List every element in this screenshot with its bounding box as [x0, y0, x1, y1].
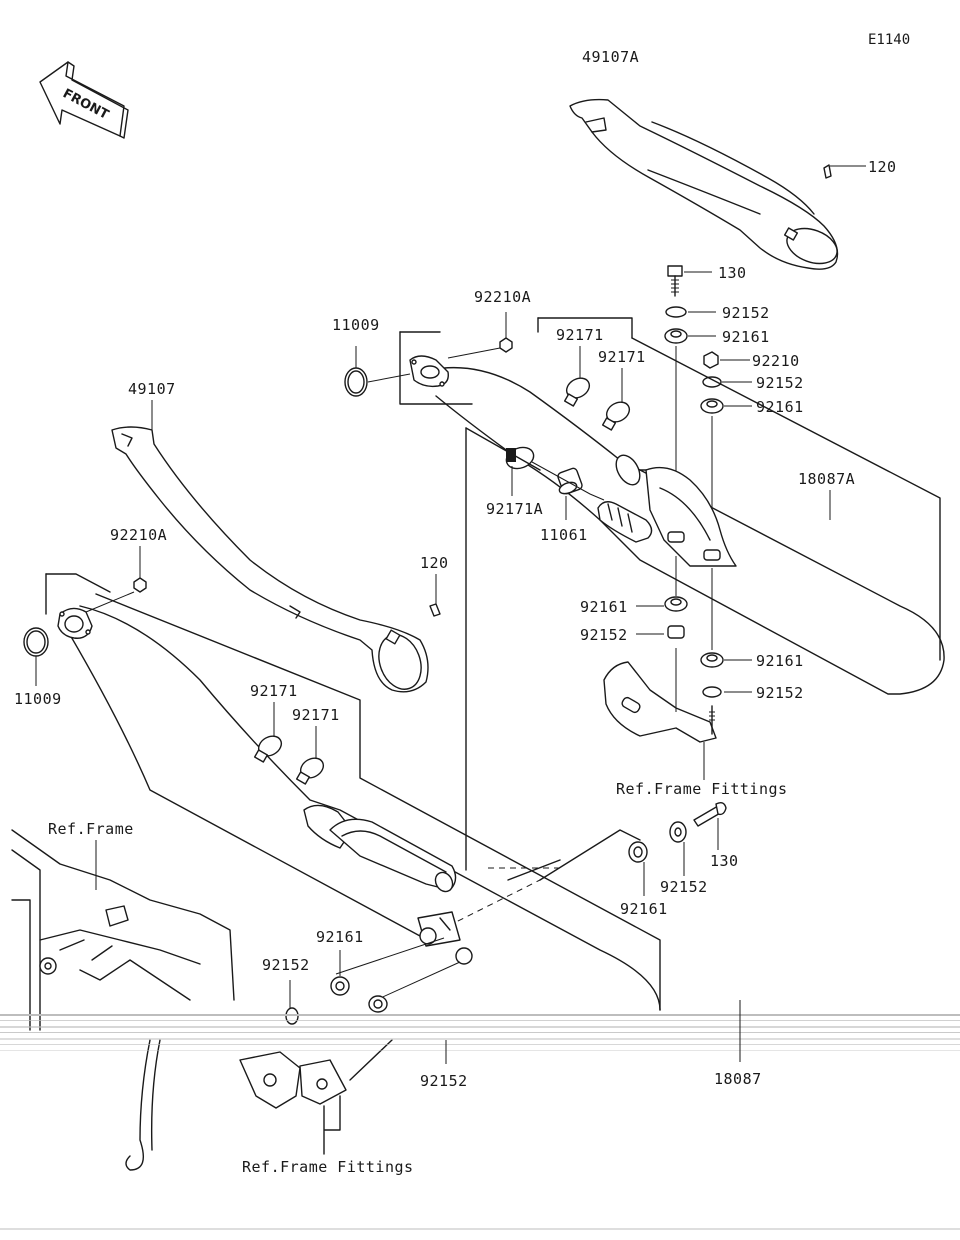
label-92171-b: 92171: [598, 348, 646, 366]
grommet-92161-top-icon: [664, 328, 688, 344]
grommet-lower-icon: [368, 995, 388, 1013]
flange-left-icon: [57, 607, 93, 639]
label-92152-c: 92152: [580, 626, 628, 644]
label-92152-d: 92152: [756, 684, 804, 702]
bolt-130-top-icon: [667, 265, 683, 297]
label-92210A-left: 92210A: [110, 526, 167, 544]
label-92210: 92210: [752, 352, 800, 370]
washer-92152-d-icon: [702, 686, 722, 698]
screw-120-mid-icon: [429, 603, 441, 617]
label-92171-a: 92171: [556, 326, 604, 344]
bracket-right-icon: [603, 661, 717, 743]
label-ref-frame-fittings-right: Ref.Frame Fittings: [616, 780, 788, 798]
label-18087: 18087: [714, 1070, 762, 1088]
label-92161-d: 92161: [756, 652, 804, 670]
flange-top-icon: [409, 355, 449, 388]
nut-92210A-left-icon: [133, 577, 147, 593]
label-92161-f: 92161: [316, 928, 364, 946]
label-11009-left: 11009: [14, 690, 62, 708]
label-ref-frame: Ref.Frame: [48, 820, 134, 838]
label-11009-top: 11009: [332, 316, 380, 334]
frame-partial: [11, 829, 393, 1171]
label-92210A-top: 92210A: [474, 288, 531, 306]
diagram-code: E1140: [868, 32, 910, 48]
label-120-top: 120: [868, 158, 897, 176]
label-18087A: 18087A: [798, 470, 855, 488]
clamp-92171-a-icon: [563, 377, 591, 407]
clamp-92171-d-icon: [295, 757, 325, 785]
label-92171-d: 92171: [292, 706, 340, 724]
washer-92152-top-icon: [665, 306, 687, 318]
grommet-92161-d-icon: [700, 652, 724, 668]
bracket-lower-icon: [417, 911, 473, 965]
front-arrow-icon: FRONT: [39, 61, 129, 139]
label-49107: 49107: [128, 380, 176, 398]
label-92152-b: 92152: [756, 374, 804, 392]
heat-guard-49107A: [569, 98, 839, 270]
grommet-92161-c-icon: [664, 596, 688, 612]
label-92161-b: 92161: [756, 398, 804, 416]
clamp-92171-c-icon: [253, 735, 283, 763]
washer-92152-c-icon: [667, 625, 685, 639]
screw-120-top-icon: [823, 164, 832, 179]
grommet-92161-e-icon: [628, 841, 648, 863]
connector-pipe-icon: [597, 501, 653, 543]
gasket-11009-left-icon: [23, 627, 49, 657]
clamp-92171-b-icon: [601, 401, 631, 431]
grommet-92161-f-icon: [330, 976, 350, 996]
sleeve-11061-icon: [557, 467, 583, 495]
heat-guard-49107: [111, 426, 429, 693]
label-ref-frame-fittings-bottom: Ref.Frame Fittings: [242, 1158, 414, 1176]
label-92171A: 92171A: [486, 500, 543, 518]
washer-92152-e-icon: [669, 821, 687, 843]
label-92152-e: 92152: [660, 878, 708, 896]
label-92161-e: 92161: [620, 900, 668, 918]
label-92152-a: 92152: [722, 304, 770, 322]
bolt-130-mid-icon: [693, 801, 727, 827]
label-92152-f: 92152: [262, 956, 310, 974]
label-120-mid: 120: [420, 554, 449, 572]
label-130-top: 130: [718, 264, 747, 282]
label-92161-a: 92161: [722, 328, 770, 346]
nut-92210-icon: [703, 351, 719, 369]
label-92171-c: 92171: [250, 682, 298, 700]
gasket-11009-top-icon: [344, 367, 368, 397]
nut-92210A-top-icon: [499, 337, 513, 353]
label-130-mid: 130: [710, 852, 739, 870]
label-92161-c: 92161: [580, 598, 628, 616]
label-49107A: 49107A: [582, 48, 639, 66]
washer-92152-b-icon: [702, 376, 722, 388]
label-92152-g: 92152: [420, 1072, 468, 1090]
label-11061: 11061: [540, 526, 588, 544]
scan-noise-band: [0, 1014, 960, 1230]
grommet-92161-b-icon: [700, 398, 724, 414]
muffler-18087: [45, 427, 661, 1011]
